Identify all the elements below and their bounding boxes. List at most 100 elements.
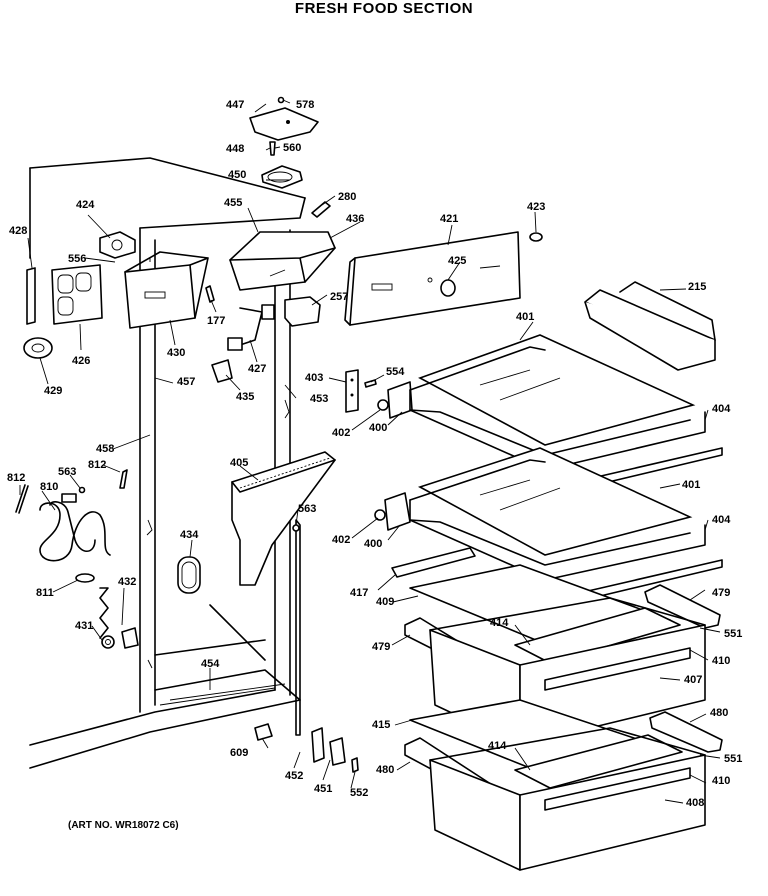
callout-479-right: 479: [712, 587, 730, 599]
screw-812-right: [119, 469, 128, 489]
leader-lines: [19, 99, 721, 804]
support-400-lower: [384, 492, 411, 531]
cover-frame-414-lower: [514, 734, 683, 789]
callout-450: 450: [228, 169, 246, 181]
control-panel-421: [344, 231, 521, 326]
callout-447: 447: [226, 99, 244, 111]
damper-cover-447: [249, 107, 319, 141]
callout-457: 457: [177, 376, 195, 388]
bracket-609: [254, 723, 273, 741]
callout-410-upper: 410: [712, 655, 730, 667]
callout-423: 423: [527, 201, 545, 213]
callout-480-right: 480: [710, 707, 728, 719]
callout-563-right: 563: [298, 503, 316, 515]
slide-479-right: [644, 584, 721, 629]
support-402-upper: [377, 399, 389, 411]
callout-554: 554: [386, 366, 405, 378]
damper-448: [261, 165, 303, 189]
callout-811: 811: [36, 587, 54, 599]
cover-frame-414-upper: [514, 607, 681, 664]
callout-448: 448: [226, 143, 244, 155]
plug-432-b: [121, 627, 139, 649]
callout-431: 431: [75, 620, 93, 632]
callout-404-upper: 404: [712, 403, 731, 415]
callout-480-left: 480: [376, 764, 394, 776]
callout-426: 426: [72, 355, 90, 367]
callout-479-left: 479: [372, 641, 390, 653]
screw-578: [277, 96, 285, 104]
screw-554: [364, 379, 377, 388]
callout-424: 424: [76, 199, 95, 211]
duct-405: [231, 451, 336, 586]
callout-551-lower: 551: [724, 753, 742, 765]
callout-404-lower: 404: [712, 514, 731, 526]
callout-454: 454: [201, 658, 220, 670]
callout-405: 405: [230, 457, 248, 469]
plug-423: [529, 232, 543, 242]
callout-435: 435: [236, 391, 254, 403]
slide-403: [345, 369, 359, 413]
pan-408: [429, 727, 706, 871]
callout-436: 436: [346, 213, 364, 225]
callout-labels: 447 578 448 560 450 280 455 436 421 423 …: [7, 99, 742, 809]
callout-417: 417: [350, 587, 368, 599]
light-shield-426: [51, 264, 103, 325]
callout-409: 409: [376, 596, 394, 608]
callout-407: 407: [684, 674, 702, 686]
screw-560: [269, 141, 276, 156]
callout-455: 455: [224, 197, 242, 209]
support-400-upper: [387, 381, 413, 419]
grommet-431: [101, 635, 115, 649]
thermostat-housing-430: [124, 251, 209, 329]
diagram-title: FRESH FOOD SECTION: [294, 0, 474, 17]
callout-812-left: 812: [7, 472, 25, 484]
callout-415: 415: [372, 719, 390, 731]
heater-810: [39, 493, 111, 562]
bracket-428: [26, 267, 36, 325]
cabinet-liner: [29, 157, 306, 769]
art-number: (ART NO. WR18072 C6): [68, 820, 179, 831]
hinge-452: [311, 727, 325, 763]
callout-425: 425: [448, 255, 466, 267]
callout-414-upper: 414: [490, 617, 509, 629]
callout-452: 452: [285, 770, 303, 782]
callout-578: 578: [296, 99, 314, 111]
callout-429: 429: [44, 385, 62, 397]
callout-453: 453: [310, 393, 328, 405]
callout-401-lower: 401: [682, 479, 700, 491]
callout-810: 810: [40, 481, 58, 493]
spring-432: [99, 587, 109, 639]
callout-428: 428: [9, 225, 27, 237]
light-lens-434: [177, 556, 201, 594]
screw-563-right: [292, 524, 300, 532]
harness-427: [227, 304, 275, 351]
callout-400-upper: 400: [369, 422, 387, 434]
callout-430: 430: [167, 347, 185, 359]
callout-408: 408: [686, 797, 704, 809]
callout-402-upper: 402: [332, 427, 350, 439]
fan-housing-436: [229, 231, 336, 291]
screw-563-left: [78, 486, 86, 494]
callout-563-left: 563: [58, 466, 76, 478]
rail-452: [295, 519, 301, 736]
callout-551-upper: 551: [724, 628, 742, 640]
callout-552: 552: [350, 787, 368, 799]
callout-560: 560: [283, 142, 301, 154]
callout-556: 556: [68, 253, 86, 265]
hinge-451: [329, 737, 346, 766]
relay-257: [284, 296, 321, 327]
callout-421: 421: [440, 213, 458, 225]
light-socket-424: [99, 231, 136, 259]
screw-552: [351, 757, 359, 773]
rail-417: [391, 547, 476, 578]
clip-280: [311, 201, 331, 218]
callout-403: 403: [305, 372, 323, 384]
wire-812-left: [15, 484, 29, 514]
callout-812-right: 812: [88, 459, 106, 471]
callout-451: 451: [314, 783, 332, 795]
callout-432: 432: [118, 576, 136, 588]
callout-257: 257: [330, 291, 348, 303]
callout-410-lower: 410: [712, 775, 730, 787]
